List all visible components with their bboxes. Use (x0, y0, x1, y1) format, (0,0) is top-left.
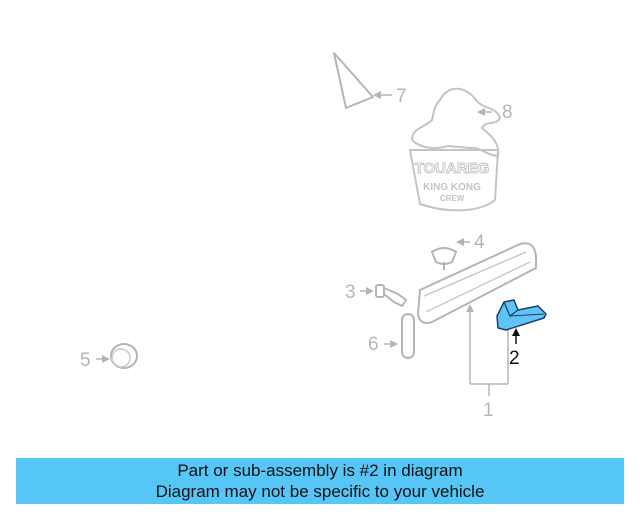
watermark-line-2: KING KONG (423, 182, 481, 193)
callout-6[interactable]: 6 (368, 334, 379, 355)
part-7-mirror-patch: 7 (333, 52, 407, 109)
callout-7[interactable]: 7 (396, 86, 407, 107)
watermark-line-3: CREW (440, 194, 465, 203)
part-2-bracket[interactable]: 2 (496, 299, 547, 369)
part-1-door-molding: 1 (417, 242, 537, 421)
parts-diagram: 7 TOUAREG KING KONG CREW 8 4 1 (80, 52, 547, 421)
banner-line-disclaimer: Diagram may not be specific to your vehi… (155, 482, 485, 501)
callout-8[interactable]: 8 (502, 102, 513, 123)
part-8-watermark-logo: TOUAREG KING KONG CREW 8 (408, 87, 513, 212)
callout-1[interactable]: 1 (483, 400, 494, 421)
part-3-screw: 3 (345, 282, 408, 308)
info-banner: Part or sub-assembly is #2 in diagram Di… (16, 458, 624, 504)
part-4-clip: 4 (430, 232, 485, 270)
callout-4[interactable]: 4 (474, 232, 485, 253)
callout-5[interactable]: 5 (80, 350, 91, 371)
watermark-line-1: TOUAREG (415, 160, 490, 177)
banner-line-part: Part or sub-assembly is #2 in diagram (177, 461, 463, 480)
part-6-strip: 6 (368, 313, 415, 359)
callout-3[interactable]: 3 (345, 282, 356, 303)
callout-2[interactable]: 2 (509, 348, 520, 369)
part-5-plug: 5 (80, 343, 138, 371)
